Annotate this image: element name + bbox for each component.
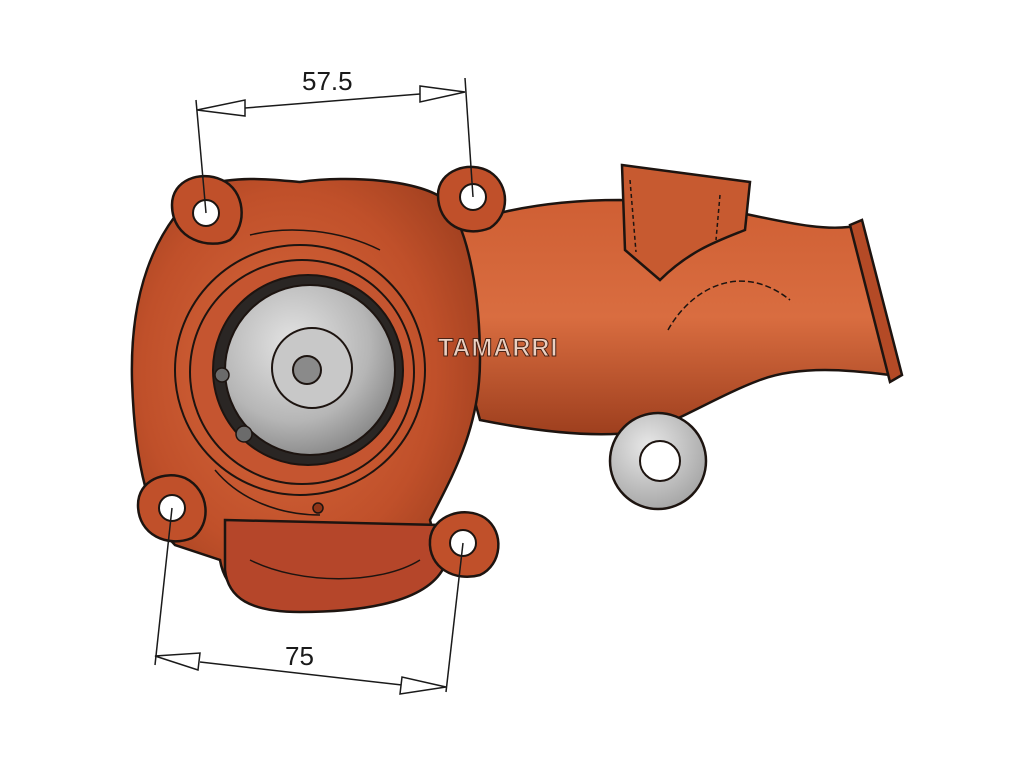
brand-logo: TAMARRI xyxy=(438,334,558,362)
mounting-washer xyxy=(608,411,708,511)
dimension-top-label: 57.5 xyxy=(302,66,353,96)
bolt-lug-bottom-right xyxy=(428,511,500,578)
shaft xyxy=(292,355,322,385)
bolt-lug-top-left xyxy=(170,174,243,245)
dimension-bottom: 75 xyxy=(154,507,464,695)
lower-housing xyxy=(223,518,447,614)
washer-hole xyxy=(639,440,681,482)
bypass-tube xyxy=(620,163,752,282)
shaft-bearing xyxy=(212,274,404,466)
outlet-flange xyxy=(848,218,904,384)
dimension-bottom-label: 75 xyxy=(285,641,314,671)
dimension-top: 57.5 xyxy=(195,66,474,214)
weep-hole xyxy=(312,502,324,514)
